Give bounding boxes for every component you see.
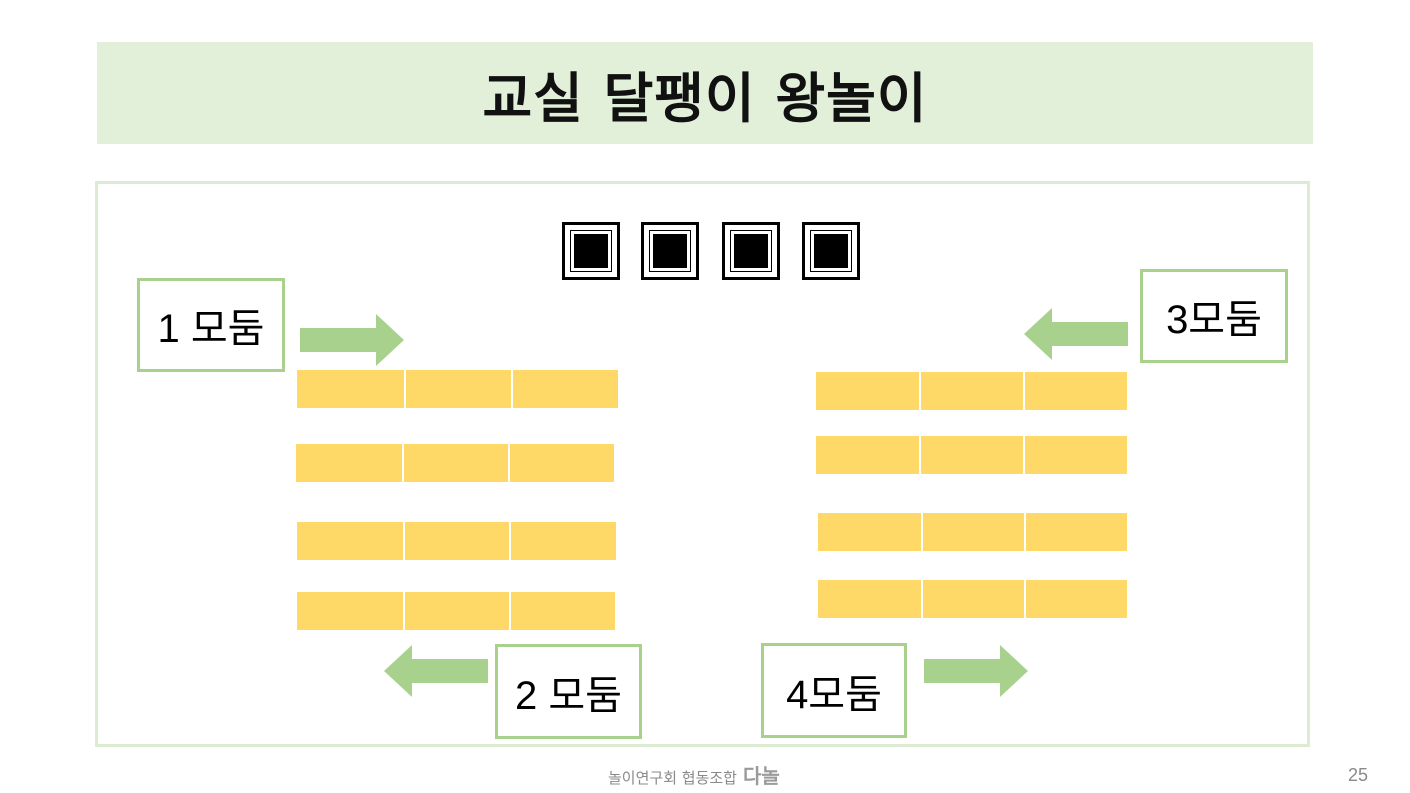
square-target-icon xyxy=(641,222,699,280)
desk-tile xyxy=(509,592,615,630)
classroom-board xyxy=(95,181,1310,747)
desk-tile xyxy=(818,580,921,618)
desk-tile xyxy=(919,372,1023,410)
desk-tile xyxy=(816,372,919,410)
desk-tile xyxy=(509,522,616,560)
page-title: 교실 달팽이 왕놀이 xyxy=(482,66,928,130)
footer-brand: 다놀 xyxy=(742,764,780,788)
title-banner: 교실 달팽이 왕놀이 xyxy=(97,42,1313,144)
group-3-label: 3모둠 xyxy=(1140,269,1288,363)
group-3-text: 3모둠 xyxy=(1166,298,1262,342)
desk-tile xyxy=(818,513,921,551)
desk-tile xyxy=(404,370,511,408)
desk-tile xyxy=(919,436,1023,474)
desk-row xyxy=(297,522,616,560)
desk-tile xyxy=(403,522,509,560)
desk-tile xyxy=(921,580,1024,618)
footer-org: 놀이연구회 협동조합 xyxy=(608,769,737,787)
desk-row xyxy=(816,372,1127,410)
group-4-label: 4모둠 xyxy=(761,643,907,738)
group-2-text: 2 모둠 xyxy=(515,673,622,718)
square-target-icon xyxy=(562,222,620,280)
desk-tile xyxy=(1023,372,1127,410)
arrow-left-icon xyxy=(1024,308,1128,360)
desk-tile xyxy=(1023,436,1127,474)
desk-row xyxy=(297,370,618,408)
group-1-label: 1 모둠 xyxy=(137,278,285,372)
square-target-icon xyxy=(802,222,860,280)
group-4-text: 4모둠 xyxy=(786,672,882,717)
desk-tile xyxy=(511,370,618,408)
desk-row xyxy=(818,513,1127,551)
desk-row xyxy=(296,444,614,482)
arrow-left-icon xyxy=(384,645,488,697)
desk-tile xyxy=(297,522,403,560)
desk-tile xyxy=(816,436,919,474)
square-target-icon xyxy=(722,222,780,280)
desk-tile xyxy=(403,592,509,630)
desk-tile xyxy=(402,444,508,482)
page-number: 25 xyxy=(1348,765,1369,785)
arrow-right-icon xyxy=(300,314,404,366)
desk-row xyxy=(818,580,1127,618)
desk-tile xyxy=(1024,513,1127,551)
desk-tile xyxy=(508,444,614,482)
desk-row xyxy=(297,592,615,630)
desk-row xyxy=(816,436,1127,474)
desk-tile xyxy=(297,592,403,630)
arrow-right-icon xyxy=(924,645,1028,697)
group-1-text: 1 모둠 xyxy=(157,307,265,351)
desk-tile xyxy=(921,513,1024,551)
desk-tile xyxy=(1024,580,1127,618)
footer-logo: 놀이연구회 협동조합 다놀 xyxy=(608,760,780,789)
desk-tile xyxy=(297,370,404,408)
group-2-label: 2 모둠 xyxy=(495,644,642,739)
desk-tile xyxy=(296,444,402,482)
